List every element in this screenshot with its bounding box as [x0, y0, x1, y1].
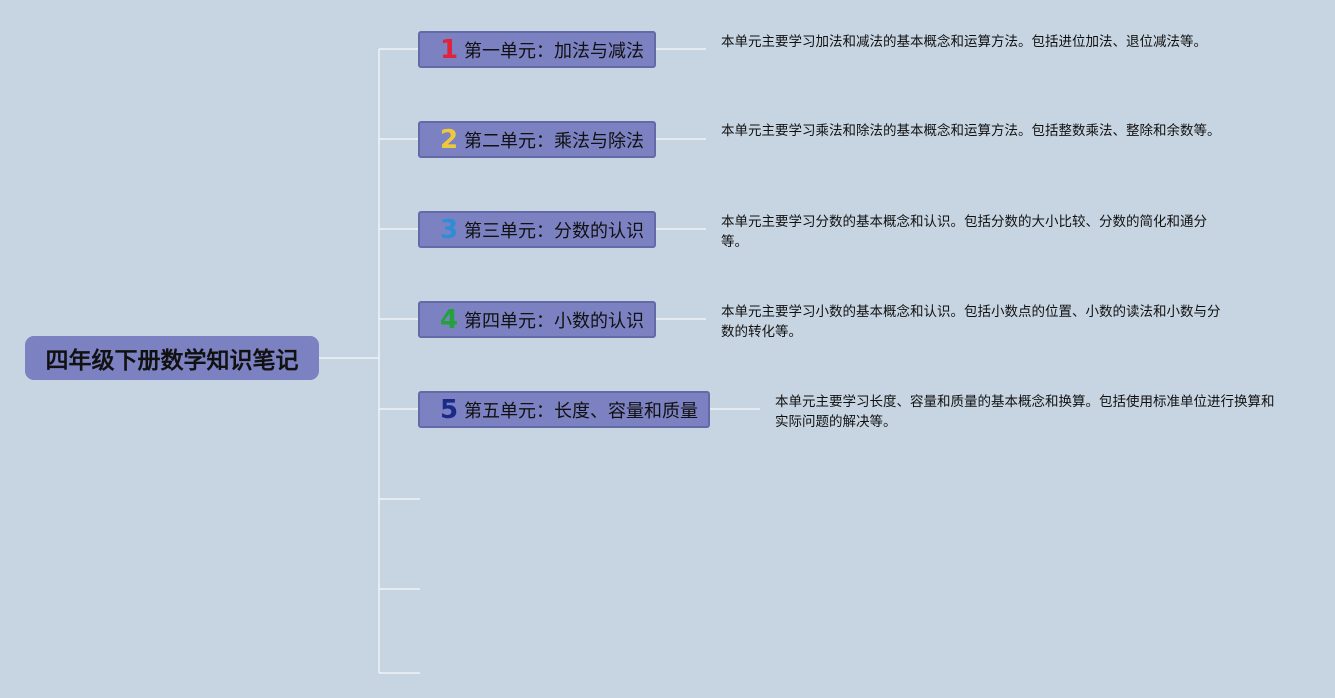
- unit-description-4: 本单元主要学习小数的基本概念和认识。包括小数点的位置、小数的读法和小数与分数的转…: [721, 304, 1221, 340]
- unit-description-2: 本单元主要学习乘法和除法的基本概念和运算方法。包括整数乘法、整除和余数等。: [721, 123, 1221, 139]
- unit-number-3: 3: [439, 214, 459, 245]
- root-topic[interactable]: 四年级下册数学知识笔记: [25, 336, 319, 380]
- unit-number-1: 1: [439, 34, 459, 65]
- unit-label-5: 第五单元：长度、容量和质量: [464, 400, 698, 422]
- unit-number-2: 2: [439, 124, 459, 155]
- unit-description-1: 本单元主要学习加法和减法的基本概念和运算方法。包括进位加法、退位减法等。: [721, 34, 1207, 50]
- unit-node-1[interactable]: 1 第一单元：加法与减法: [418, 31, 656, 68]
- unit-node-5[interactable]: 5 第五单元：长度、容量和质量: [418, 391, 710, 428]
- unit-label-1: 第一单元：加法与减法: [464, 40, 644, 62]
- unit-number-4: 4: [439, 304, 459, 335]
- unit-node-2[interactable]: 2 第二单元：乘法与除法: [418, 121, 656, 158]
- root-title: 四年级下册数学知识笔记: [45, 348, 299, 374]
- unit-number-5: 5: [439, 394, 459, 425]
- unit-node-4[interactable]: 4 第四单元：小数的认识: [418, 301, 656, 338]
- unit-label-2: 第二单元：乘法与除法: [464, 130, 644, 152]
- unit-label-3: 第三单元：分数的认识: [464, 220, 644, 242]
- unit-node-3[interactable]: 3 第三单元：分数的认识: [418, 211, 656, 248]
- unit-description-5: 本单元主要学习长度、容量和质量的基本概念和换算。包括使用标准单位进行换算和实际问…: [775, 394, 1275, 430]
- unit-label-4: 第四单元：小数的认识: [464, 310, 644, 332]
- unit-description-3: 本单元主要学习分数的基本概念和认识。包括分数的大小比较、分数的简化和通分等。: [721, 214, 1207, 250]
